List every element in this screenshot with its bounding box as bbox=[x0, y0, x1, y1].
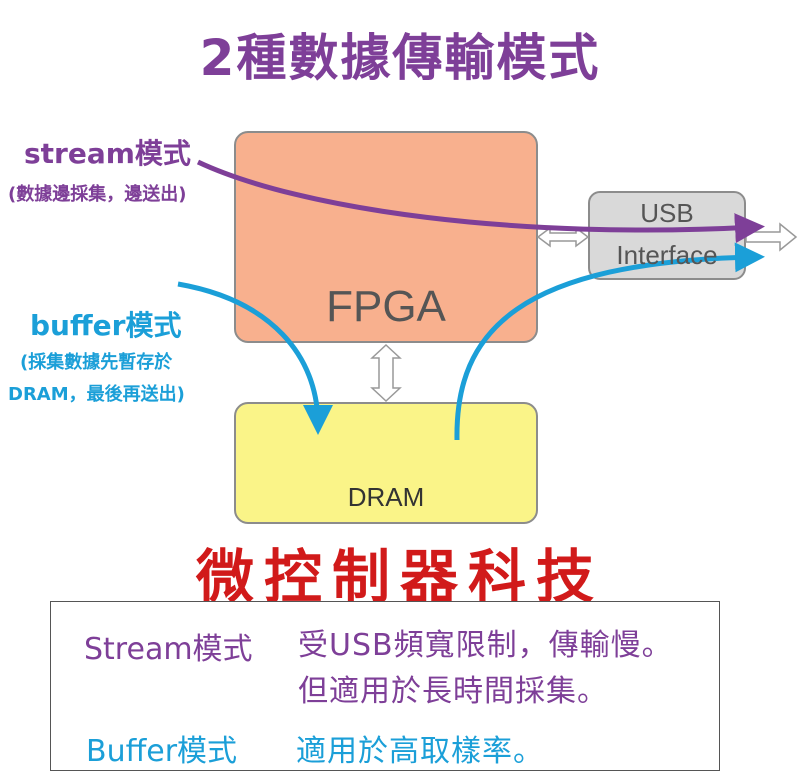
brand-text: 微控制器科技 bbox=[195, 543, 604, 611]
summary-stream-heading: Stream模式 bbox=[84, 632, 253, 667]
buffer-mode-label: buffer模式 bbox=[30, 309, 182, 342]
interface-label: Interface bbox=[616, 240, 718, 270]
buffer-mode-description-line2: DRAM，最後再送出) bbox=[8, 384, 185, 405]
stream-mode-description: (數據邊採集，邊送出) bbox=[8, 184, 187, 205]
summary-box bbox=[50, 601, 720, 771]
summary-stream-line2: 但適用於長時間採集。 bbox=[298, 674, 608, 709]
fpga-label: FPGA bbox=[326, 282, 446, 331]
summary-buffer-line1: 適用於高取樣率。 bbox=[296, 734, 544, 769]
summary-buffer-heading: Buffer模式 bbox=[86, 734, 238, 769]
fpga-block bbox=[234, 131, 538, 343]
fpga-usb-link-arrow bbox=[536, 226, 590, 248]
stream-mode-label: stream模式 bbox=[24, 137, 191, 170]
dram-label: DRAM bbox=[347, 482, 425, 512]
buffer-send-arrow bbox=[454, 242, 765, 441]
stream-path-arrow bbox=[196, 159, 765, 244]
diagram-title: 2種數據傳輸模式 bbox=[199, 29, 601, 87]
fpga-dram-link-arrow bbox=[370, 343, 402, 403]
dram-block bbox=[234, 402, 538, 524]
buffer-mode-description-line1: (採集數據先暫存於 bbox=[20, 352, 173, 373]
usb-label: USB bbox=[640, 198, 694, 228]
summary-stream-line1: 受USB頻寬限制，傳輸慢。 bbox=[298, 628, 673, 663]
buffer-store-arrow bbox=[177, 281, 333, 435]
